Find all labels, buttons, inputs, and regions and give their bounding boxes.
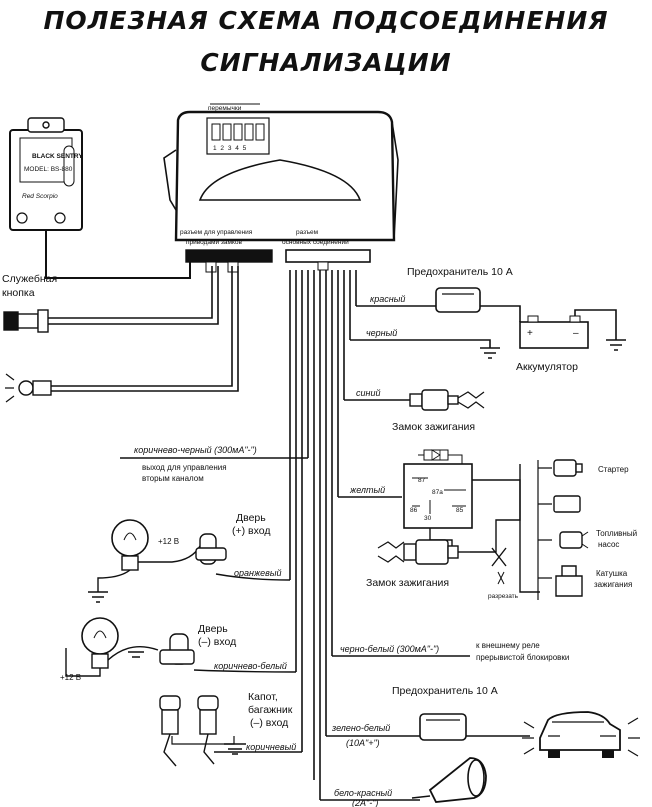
fuse-bottom-label: Предохранитель 10 А <box>392 685 498 697</box>
dip-switch-numbers: 1 2 3 4 5 <box>213 145 247 152</box>
battery-label: Аккумулятор <box>516 361 578 373</box>
cut-mark <box>491 547 507 567</box>
control-unit: 1 2 3 4 5 перемычки разъем для управлени… <box>163 103 399 273</box>
plus12-label-a: +12 В <box>158 537 179 546</box>
fuel-pump-label-1: Топливный <box>596 529 637 538</box>
relay-pin-86: 86 <box>410 507 418 514</box>
coil-label-1: Катушка <box>596 569 628 578</box>
door-plus-label-2: (+) вход <box>232 525 271 537</box>
fuse-bottom <box>419 713 467 741</box>
relay-pin-85: 85 <box>456 507 464 514</box>
second-channel-label-2: вторым каналом <box>142 474 204 483</box>
plus12-label-b: +12 В <box>60 673 81 682</box>
lock-connector-label-1: разъем для управления <box>180 229 253 236</box>
lights-output: Предохранитель 10 А зелено-белый (10А"+"… <box>326 685 640 758</box>
wire-label-yellow: желтый <box>349 485 385 495</box>
wire-label-orange: оранжевый <box>234 568 282 578</box>
remote-model: MODEL: BS-880 <box>24 166 73 173</box>
door-minus-label-2: (–) вход <box>198 636 236 648</box>
wire-label-brown-white: коричнево-белый <box>214 661 287 671</box>
external-relay-output: черно-белый (300мА"-") к внешнему реле п… <box>332 641 569 662</box>
service-button: Служебная кнопка <box>2 266 219 333</box>
hood-label-1: Капот, <box>248 691 278 703</box>
diagram-title-line2: СИГНАЛИЗАЦИИ <box>200 48 452 77</box>
starter-icon <box>553 459 577 477</box>
hood-label-3: (–) вход <box>250 717 288 729</box>
door-plus-lamp <box>111 519 149 557</box>
lock-connector-label-2: приводами замков <box>186 239 243 246</box>
main-connector-label-2: основных соединений <box>282 238 349 246</box>
service-button-label-1: Служебная <box>2 273 57 285</box>
ignition-lock-label-2: Замок зажигания <box>366 577 449 589</box>
ignition-lock-top: синий Замок зажигания <box>344 388 485 433</box>
door-plus-input: Дверь (+) вход +12 В оранжевый <box>88 512 291 603</box>
ignition-coil-icon <box>555 565 583 597</box>
remote-logo: Red Scorpio <box>22 193 58 200</box>
ignition-lock-label: Замок зажигания <box>392 421 475 433</box>
siren-output: бело-красный (2А"-") <box>320 757 487 807</box>
relay-pin-30: 30 <box>424 515 432 522</box>
second-channel-output: коричнево-черный (300мА"-") выход для уп… <box>120 445 308 483</box>
ignition-lock-bottom: Замок зажигания <box>366 539 470 589</box>
wire-label-green-white: зелено-белый <box>331 723 390 733</box>
status-led <box>5 266 239 403</box>
main-connector-label-1: разъем <box>296 229 319 236</box>
blocking-relay: желтый 87 87a 86 30 85 разрезать <box>338 449 540 600</box>
door-minus-input: Дверь (–) вход +12 В коричнево-белый <box>60 617 297 682</box>
ext-relay-label-2: прерывистой блокировки <box>476 653 569 662</box>
wire-label-green-white-2: (10А"+") <box>346 738 380 748</box>
second-channel-label-1: выход для управления <box>142 463 227 472</box>
car-icon <box>539 711 621 751</box>
starter-label: Стартер <box>598 465 629 474</box>
fuel-pump-icon <box>553 495 581 513</box>
door-plus-label-1: Дверь <box>236 512 266 524</box>
fuse-top-label: Предохранитель 10 А <box>407 266 513 278</box>
hood-switch-2 <box>197 695 219 711</box>
remote-brand: BLACK SENTRY <box>32 153 83 160</box>
relay-pin-87: 87 <box>418 477 426 484</box>
relay-loads: Стартер Топливный насос Катушка зажигани… <box>537 459 637 600</box>
jumper-label: перемычки <box>208 105 242 112</box>
main-connector <box>285 249 371 263</box>
wire-label-white-red: бело-красный <box>334 788 392 798</box>
hood-switch-1 <box>159 695 181 711</box>
wire-label-blue: синий <box>356 388 380 398</box>
hood-label-2: багажник <box>248 704 293 716</box>
coil-label-2: зажигания <box>594 580 632 589</box>
wire-label-black: черный <box>366 328 397 338</box>
service-button-label-2: кнопка <box>2 287 35 299</box>
relay-diode <box>423 449 449 461</box>
relay-pin-87a: 87a <box>432 489 443 496</box>
wire-label-red: красный <box>370 294 405 304</box>
remote-control: BLACK SENTRY MODEL: BS-880 Red Scorpio <box>9 117 191 279</box>
wire-label-black-white: черно-белый (300мА"-") <box>340 644 439 654</box>
remote-knob-left <box>16 212 28 224</box>
power-section: красный Предохранитель 10 А + – Аккумуля… <box>350 266 626 373</box>
fuse-top <box>435 287 481 313</box>
lock-connector <box>185 249 273 263</box>
door-minus-label-1: Дверь <box>198 623 228 635</box>
cut-label: разрезать <box>488 593 519 600</box>
remote-knob-right <box>54 212 66 224</box>
wire-label-brown-black: коричнево-черный (300мА"-") <box>134 445 257 455</box>
main-harness <box>289 270 357 800</box>
battery <box>519 321 589 349</box>
fuel-pump-label-2: насос <box>598 540 619 549</box>
ext-relay-label-1: к внешнему реле <box>476 641 540 650</box>
wire-label-white-red-2: (2А"-") <box>352 798 378 807</box>
svg-text:–: – <box>573 328 579 339</box>
svg-text:+: + <box>527 328 533 339</box>
door-minus-lamp <box>81 617 119 655</box>
wire-label-brown: коричневый <box>246 742 296 752</box>
hood-trunk-input: Капот, багажник (–) вход коричневый <box>159 691 302 767</box>
diagram-title-line1: ПОЛЕЗНАЯ СХЕМА ПОДСОЕДИНЕНИЯ <box>43 6 609 35</box>
